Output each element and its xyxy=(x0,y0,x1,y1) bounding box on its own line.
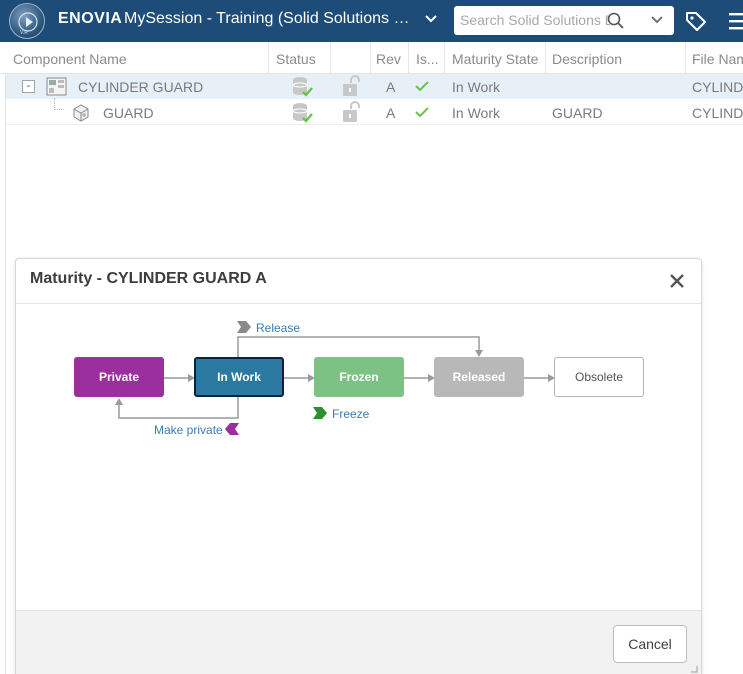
column-divider xyxy=(545,42,546,74)
collapse-toggle[interactable]: - xyxy=(22,80,35,93)
dialog-footer: Cancel xyxy=(16,610,701,674)
tree-connector xyxy=(54,98,64,110)
state-released[interactable]: Released xyxy=(434,357,524,397)
flag-icon xyxy=(313,407,327,419)
menu-icon[interactable] xyxy=(729,12,743,30)
search-icon[interactable] xyxy=(606,11,626,31)
dialog-title: Maturity - CYLINDER GUARD A xyxy=(30,270,267,287)
maturity-dialog: Maturity - CYLINDER GUARD A xyxy=(15,258,702,674)
unlock-icon xyxy=(343,101,360,122)
transition-arrows xyxy=(115,336,555,419)
search-input[interactable] xyxy=(460,10,610,30)
check-icon xyxy=(415,107,429,118)
transition-make-private[interactable]: Make private xyxy=(154,423,223,437)
table-row[interactable]: - CYLINDER GUARD A In Work CYLINDER xyxy=(6,74,743,99)
svg-text:V.R: V.R xyxy=(20,30,28,36)
flag-icon xyxy=(237,321,251,333)
component-name: GUARD xyxy=(103,105,154,121)
maturity-state: In Work xyxy=(452,79,500,95)
column-maturity-state[interactable]: Maturity State xyxy=(452,51,539,67)
file-name: CYLINDER xyxy=(692,79,743,95)
column-divider xyxy=(685,42,686,74)
column-divider xyxy=(408,42,409,74)
maturity-graph: Private In Work Frozen Released Obsolete… xyxy=(16,304,701,610)
description: GUARD xyxy=(552,105,603,121)
column-divider xyxy=(330,42,331,74)
database-check-icon xyxy=(292,77,313,97)
revision: A xyxy=(386,105,396,121)
column-divider xyxy=(370,42,371,74)
part-icon xyxy=(73,104,89,122)
session-title[interactable]: MySession - Training (Solid Solutions De… xyxy=(124,10,417,27)
state-obsolete[interactable]: Obsolete xyxy=(554,357,644,397)
column-file-name[interactable]: File Name xyxy=(692,51,743,67)
column-description[interactable]: Description xyxy=(552,51,623,67)
check-icon xyxy=(415,81,429,92)
column-status[interactable]: Status xyxy=(276,51,316,67)
grid-header: Component Name Status Rev Is... Maturity… xyxy=(0,42,743,74)
search-box[interactable] xyxy=(454,6,674,35)
state-private[interactable]: Private xyxy=(74,357,164,397)
column-divider xyxy=(268,42,269,74)
database-check-icon xyxy=(292,103,313,123)
column-is[interactable]: Is... xyxy=(416,51,439,67)
table-row[interactable]: GUARD A In Work GUARD CYLINDE xyxy=(6,98,743,125)
transition-release[interactable]: Release xyxy=(256,321,301,335)
resize-handle-icon[interactable] xyxy=(690,665,698,673)
revision: A xyxy=(386,79,396,95)
column-divider xyxy=(444,42,445,74)
compass-icon[interactable]: V.R xyxy=(9,3,45,39)
assembly-icon xyxy=(46,77,67,96)
unlock-icon xyxy=(343,75,360,96)
chevron-down-icon[interactable] xyxy=(424,14,438,24)
column-component-name[interactable]: Component Name xyxy=(13,51,127,67)
file-name: CYLINDE xyxy=(692,105,743,121)
state-in-work[interactable]: In Work xyxy=(194,357,284,397)
left-rail xyxy=(0,74,6,674)
transition-freeze[interactable]: Freeze xyxy=(332,407,370,421)
brand-name: ENOVIA xyxy=(58,10,123,27)
close-icon[interactable] xyxy=(668,272,686,290)
flag-icon xyxy=(225,423,239,435)
top-bar: V.R ENOVIA MySession - Training (Solid S… xyxy=(0,0,743,42)
cancel-button[interactable]: Cancel xyxy=(613,625,687,663)
maturity-state: In Work xyxy=(452,105,500,121)
component-name: CYLINDER GUARD xyxy=(78,79,204,95)
chevron-down-icon[interactable] xyxy=(650,15,664,25)
dialog-divider xyxy=(16,303,701,304)
tag-icon[interactable] xyxy=(684,10,708,32)
column-rev[interactable]: Rev xyxy=(376,51,401,67)
state-frozen[interactable]: Frozen xyxy=(314,357,404,397)
